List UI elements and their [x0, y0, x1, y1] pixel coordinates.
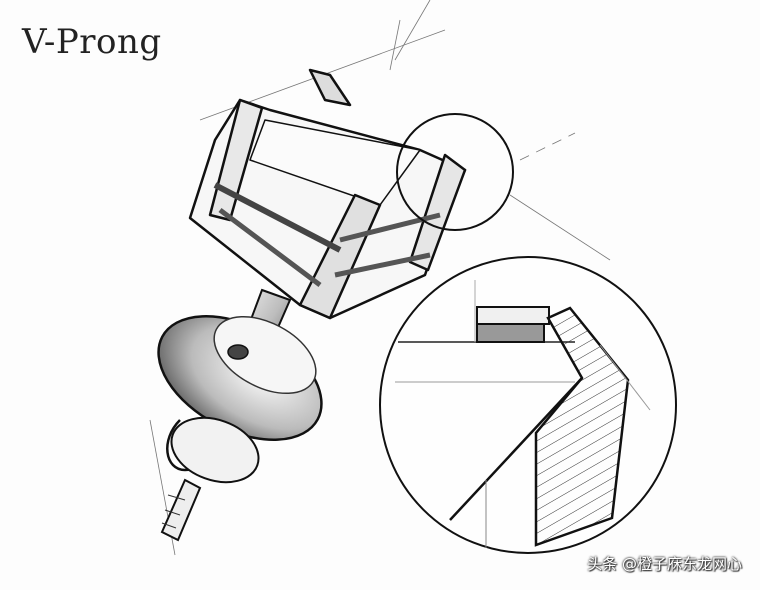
- prong-setting: [188, 68, 467, 320]
- earring-back: [157, 314, 323, 542]
- watermark: 头条 @橙子庥东龙网心: [587, 555, 742, 573]
- callout-circle-large: [379, 256, 677, 554]
- page-title: V-Prong: [22, 22, 162, 62]
- callout-circle-small: [396, 113, 514, 231]
- magnified-prong-detail: [379, 256, 677, 554]
